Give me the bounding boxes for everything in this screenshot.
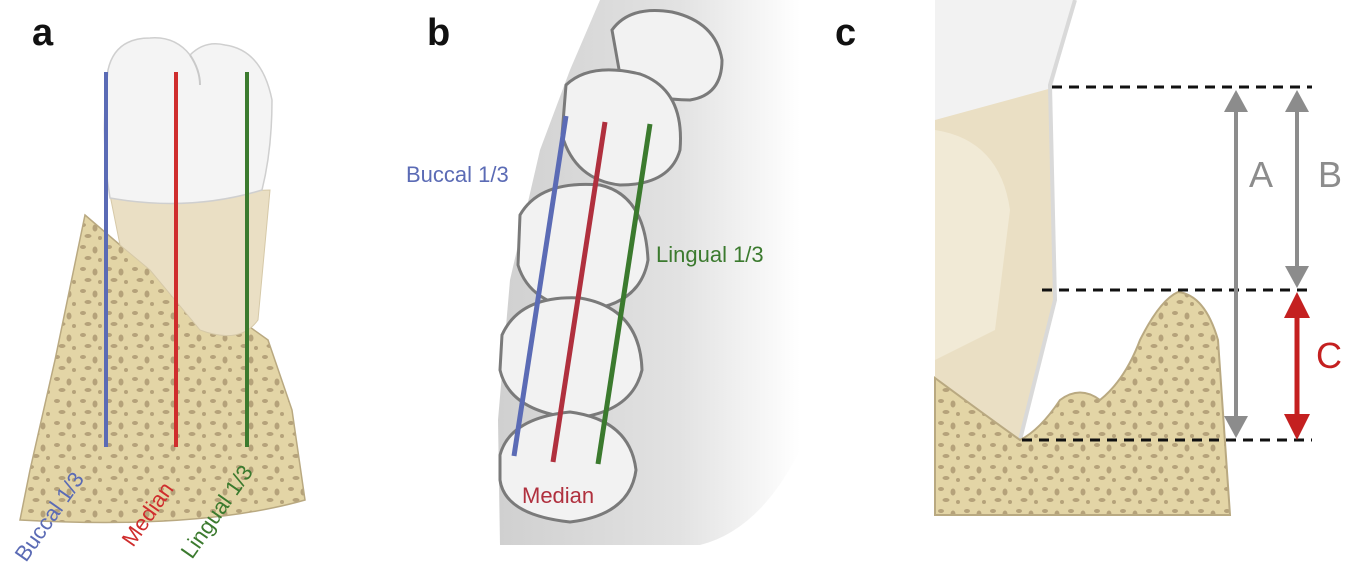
lingual-label-b: Lingual 1/3 — [656, 242, 764, 267]
panel-b-letter: b — [427, 12, 450, 54]
lingual-line-b — [595, 123, 653, 465]
panel-c-letter: c — [835, 12, 856, 54]
panel-a: a Buccal 1/3 Median Lingual 1/3 — [10, 12, 306, 566]
panel-b: b Buccal 1/3 Lingual 1/3 Median — [406, 0, 800, 545]
tooth-crown — [103, 37, 273, 205]
median-label-b: Median — [522, 483, 594, 508]
median-line-b — [550, 121, 608, 463]
crown-groove — [189, 54, 201, 86]
alveolar-bone — [19, 213, 306, 524]
buccal-label-b: Buccal 1/3 — [406, 162, 509, 187]
panel-a-letter: a — [32, 12, 54, 54]
tooth-root — [109, 189, 271, 337]
measure-arrow-b — [1285, 90, 1309, 288]
label-c: C — [1316, 335, 1342, 376]
tooth-c-enamel — [935, 0, 1075, 120]
tooth-c-outline — [1018, 0, 1077, 441]
tooth-c-pulp — [935, 130, 1010, 360]
buccal-line-b — [511, 115, 569, 457]
label-b: B — [1318, 154, 1342, 195]
panel-c: c A B C — [835, 0, 1342, 516]
measure-arrow-c — [1284, 292, 1310, 440]
label-a: A — [1249, 154, 1273, 195]
tooth-b-2 — [560, 68, 682, 187]
alveolar-bone-c — [934, 290, 1232, 516]
measure-arrow-a — [1224, 90, 1248, 438]
